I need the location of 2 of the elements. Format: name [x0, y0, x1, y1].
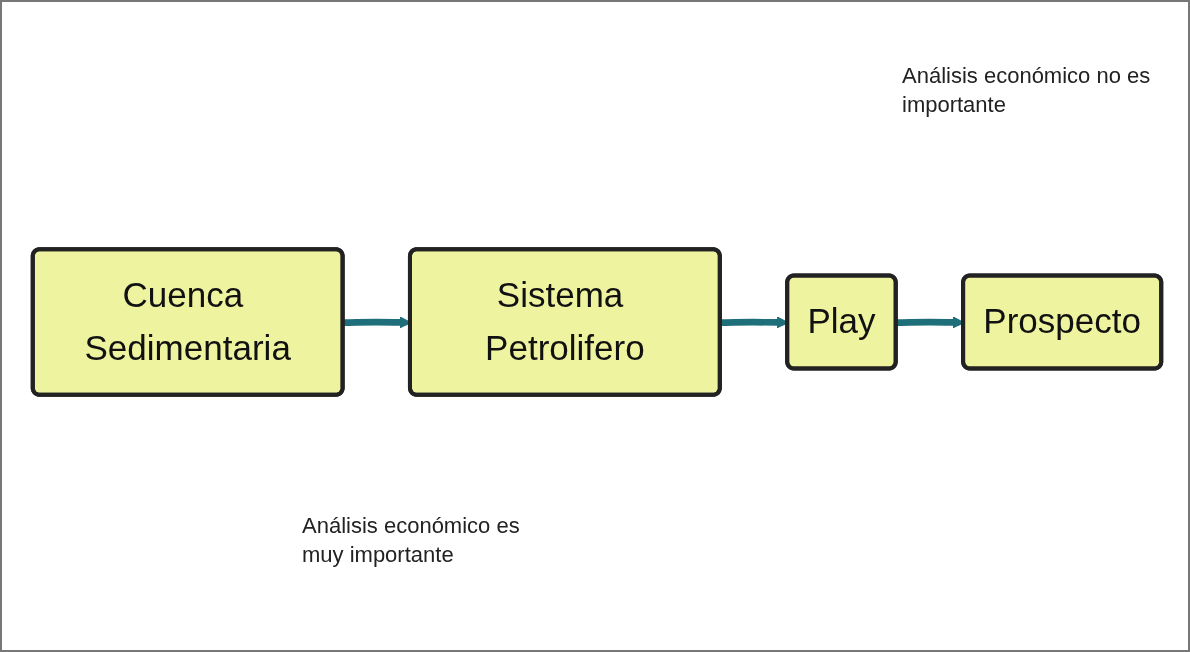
note-text: Análisis económico es muy importante — [302, 512, 521, 569]
note-text: Análisis económico no es importante — [902, 62, 1152, 119]
